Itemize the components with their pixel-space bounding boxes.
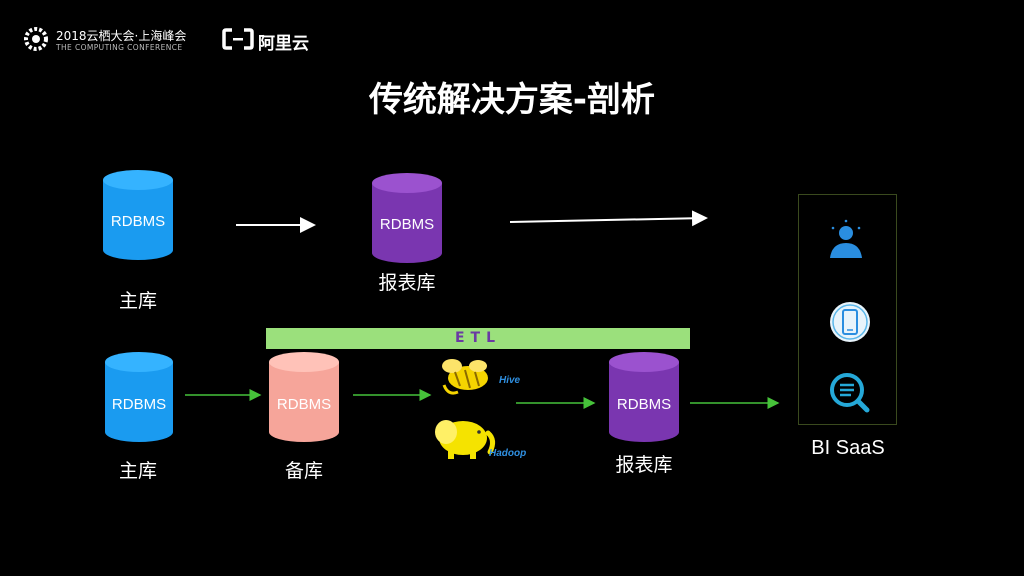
slide-title: 传统解决方案-剖析: [368, 80, 656, 120]
top-source-db-text: RDBMS: [111, 213, 165, 230]
bottom-backup-db-label: 备库: [284, 460, 323, 482]
hive-icon: [442, 359, 488, 395]
top-report-db-label: 报表库: [378, 272, 436, 294]
bottom-report-db-text: RDBMS: [617, 396, 671, 413]
top-report-db-cylinder: [372, 173, 442, 263]
brand-name: 阿里云: [258, 34, 309, 54]
user-icon: [830, 219, 862, 258]
bottom-report-db-cylinder: [609, 352, 679, 442]
hadoop-icon: [435, 420, 496, 459]
aliyun-logo-icon: [222, 28, 254, 50]
bottom-backup-db-text: RDBMS: [277, 396, 331, 413]
top-source-db-label: 主库: [118, 290, 157, 312]
etl-label: ETL: [454, 330, 502, 346]
hadoop-label: Hadoop: [489, 448, 526, 459]
bottom-source-db-text: RDBMS: [112, 396, 166, 413]
bottom-backup-db-cylinder: [269, 352, 339, 442]
bottom-source-db-cylinder: [105, 352, 173, 442]
mobile-icon: [830, 302, 870, 342]
conference-subtitle: THE COMPUTING CONFERENCE: [56, 43, 183, 52]
bi-saas-panel: [798, 194, 897, 425]
bottom-report-db-label: 报表库: [615, 454, 673, 476]
bi-saas-label: BI SaaS: [811, 437, 885, 459]
bottom-source-db-label: 主库: [118, 460, 157, 482]
top-arrow-2: [509, 210, 708, 227]
top-source-db-cylinder: [103, 170, 173, 260]
quick-search-icon: [830, 373, 870, 413]
top-report-db-text: RDBMS: [380, 216, 434, 233]
conference-logo-icon: [24, 27, 48, 51]
etl-bar: [266, 328, 690, 349]
hive-label: Hive: [499, 375, 521, 386]
conference-title: 2018云栖大会·上海峰会: [56, 29, 187, 43]
